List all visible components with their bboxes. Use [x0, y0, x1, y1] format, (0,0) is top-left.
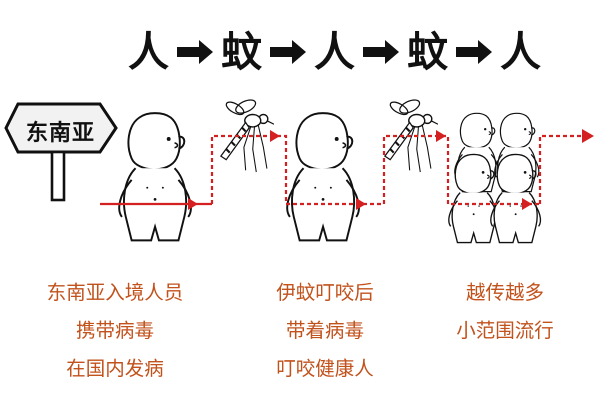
red-arrow-icon [270, 130, 280, 142]
right-arrow-icon [363, 40, 399, 64]
transmission-title: 人 蚊 人 蚊 人 [128, 22, 541, 82]
title-step-mosquito-2: 蚊 [407, 27, 448, 76]
caption-right-line-2: 小范围流行 [456, 319, 554, 342]
path-arrowheads [188, 129, 594, 210]
right-arrow-icon [456, 40, 492, 64]
infected-person-icon [118, 112, 192, 242]
caption-middle-line-2: 带着病毒 [285, 319, 364, 342]
title-step-person-2: 人 [314, 27, 355, 76]
signpost-icon [4, 102, 118, 202]
caption-middle-line-1: 伊蚊叮咬后 [276, 281, 374, 304]
title-step-person-1: 人 [128, 27, 169, 76]
right-arrow-icon [177, 40, 213, 64]
caption-left-line-1: 东南亚入境人员 [46, 281, 184, 304]
red-arrow-icon [582, 129, 594, 143]
red-arrow-icon [522, 198, 532, 210]
caption-left-line-2: 携带病毒 [75, 319, 154, 342]
title-step-person-3: 人 [500, 27, 541, 76]
mosquito-icon [383, 96, 438, 174]
caption-right-line-1: 越传越多 [465, 281, 544, 304]
red-arrow-icon [188, 198, 198, 210]
red-arrow-icon [436, 130, 446, 142]
caption-left-line-3: 在国内发病 [66, 357, 164, 380]
caption-middle-line-3: 叮咬健康人 [276, 357, 374, 380]
healthy-person-icon [286, 112, 360, 242]
sign-label: 东南亚 [26, 121, 96, 146]
right-arrow-icon [270, 40, 306, 64]
mosquito-icon [219, 96, 274, 174]
red-arrow-icon [356, 198, 366, 210]
title-step-mosquito-1: 蚊 [221, 27, 262, 76]
